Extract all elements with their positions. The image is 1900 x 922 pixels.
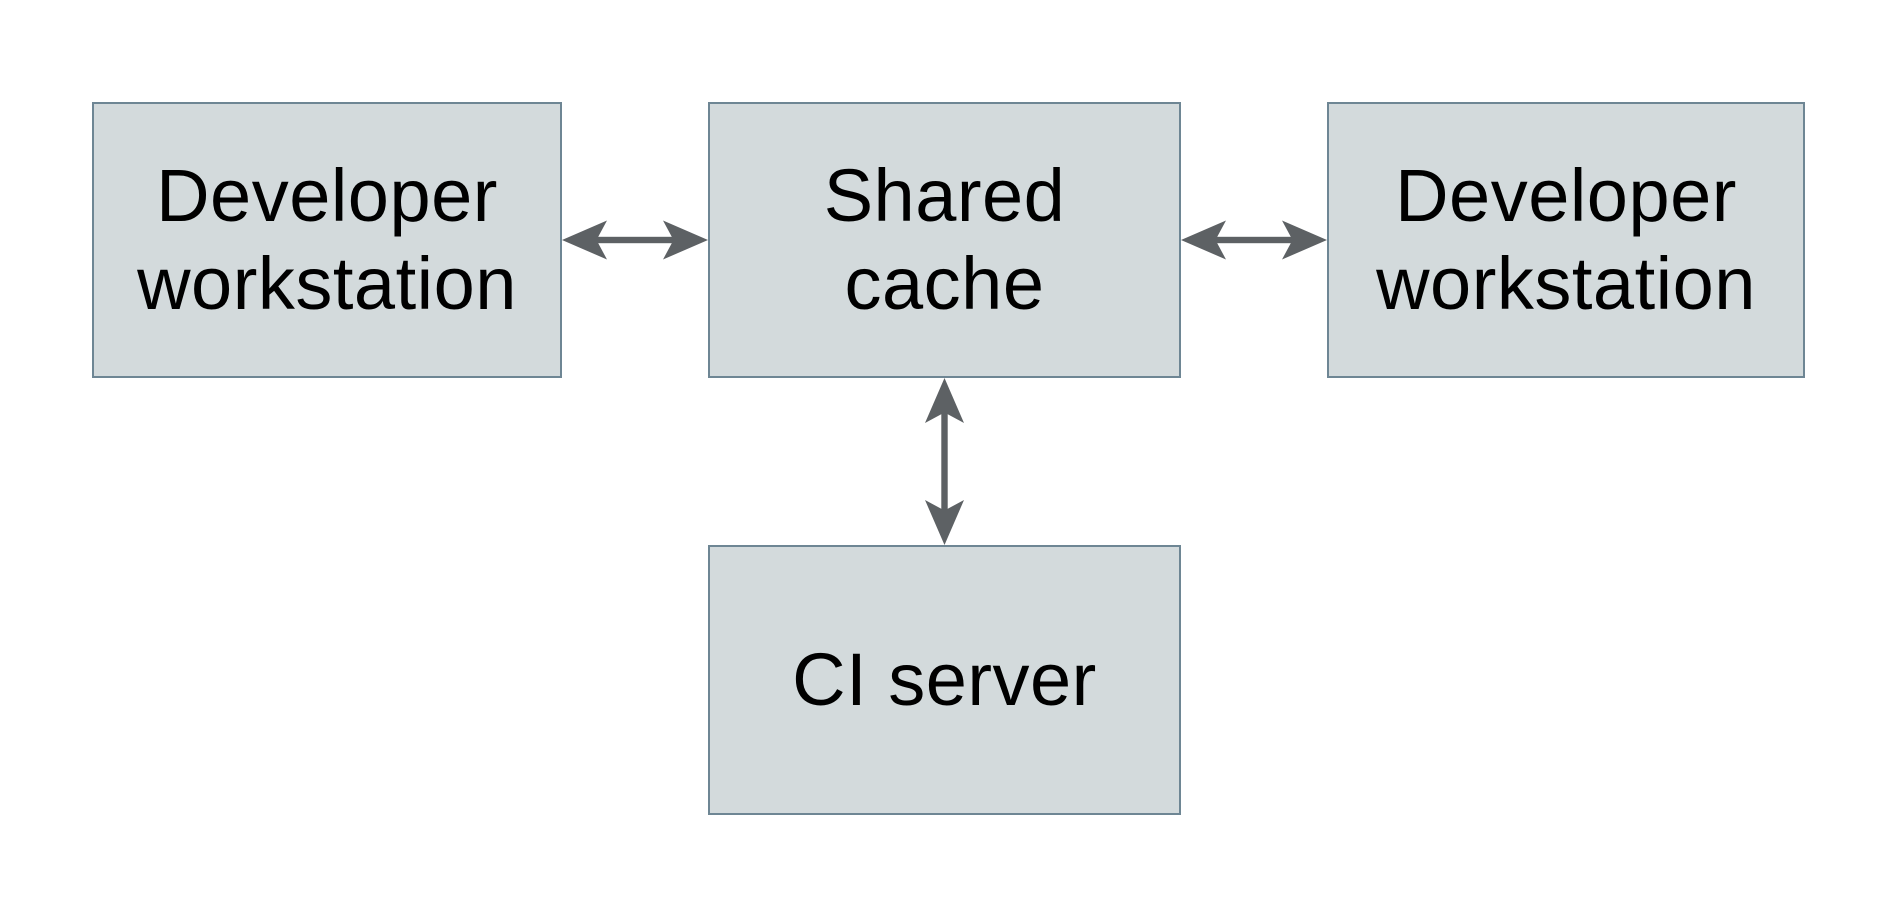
node-label-line: Developer xyxy=(1395,154,1737,237)
bidirectional-arrow-left-workstation-to-cache xyxy=(562,212,708,268)
node-label-line: workstation xyxy=(1376,242,1756,325)
double-arrow-icon xyxy=(925,378,964,545)
double-arrow-icon xyxy=(562,220,708,260)
node-shared-cache: Shared cache xyxy=(708,102,1181,378)
node-label-line: CI server xyxy=(792,638,1097,721)
node-developer-workstation-left: Developer workstation xyxy=(92,102,562,378)
double-arrow-icon xyxy=(1181,220,1327,260)
node-label-line: Shared xyxy=(823,154,1066,237)
node-ci-server: CI server xyxy=(708,545,1181,815)
node-label-line: cache xyxy=(844,242,1045,325)
node-developer-workstation-right: Developer workstation xyxy=(1327,102,1805,378)
bidirectional-arrow-cache-to-right-workstation xyxy=(1181,212,1327,268)
node-label-line: Developer xyxy=(156,154,498,237)
bidirectional-arrow-cache-to-ci-server xyxy=(917,378,972,545)
node-label-line: workstation xyxy=(137,242,517,325)
